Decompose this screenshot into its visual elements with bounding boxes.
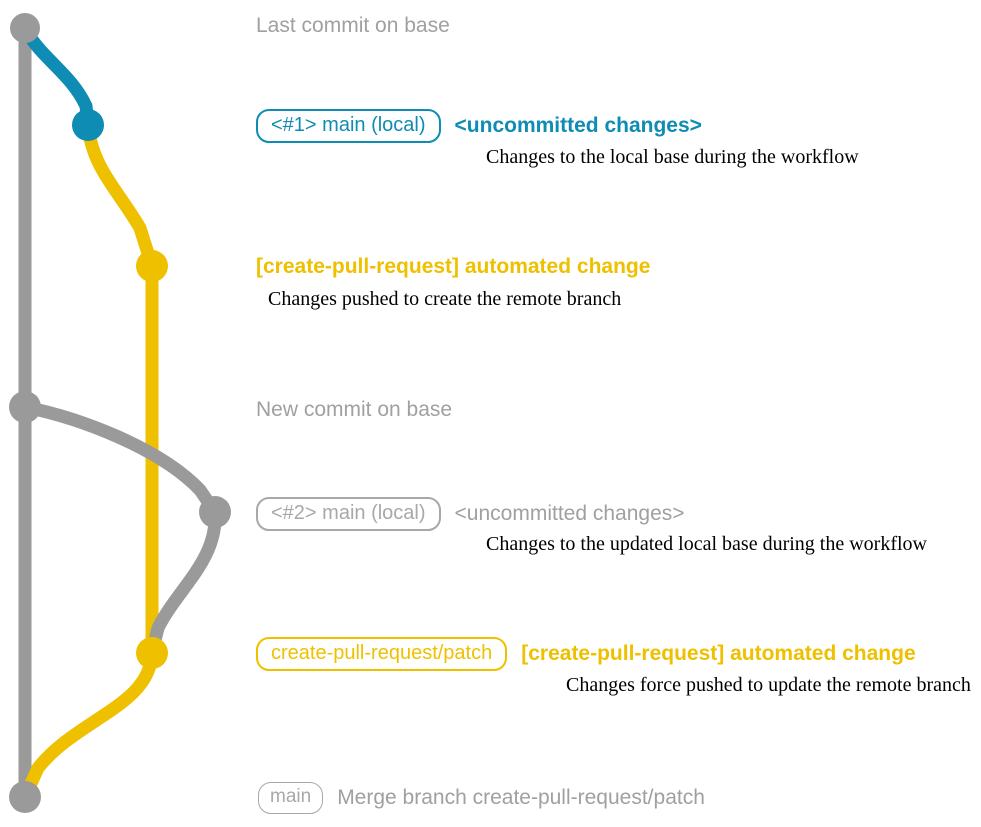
edge-patchupdate-to-merge	[18, 646, 159, 804]
row-base-merge: main Merge branch create-pull-request/pa…	[258, 782, 705, 814]
commit-description-patch-create: Changes pushed to create the remote bran…	[268, 288, 622, 310]
commit-node-local-2[interactable]	[199, 496, 231, 528]
commit-graph	[9, 13, 231, 813]
commit-subject-patch-update: [create-pull-request] automated change	[521, 642, 916, 665]
label-new-commit-on-base: New commit on base	[256, 398, 453, 421]
commit-description-local-2: Changes to the updated local base during…	[486, 533, 927, 555]
row-patch-update: create-pull-request/patch [create-pull-r…	[256, 637, 916, 671]
commit-node-base-last[interactable]	[10, 13, 40, 43]
row-local-1: <#1> main (local) <uncommitted changes>	[256, 109, 702, 143]
edge-local1-to-patchcreate	[81, 118, 159, 273]
branch-pill-main[interactable]: main	[258, 782, 324, 814]
commit-subject-merge: Merge branch create-pull-request/patch	[337, 786, 705, 809]
commit-node-base-merge[interactable]	[9, 781, 41, 813]
commit-node-base-new[interactable]	[9, 391, 41, 423]
branch-pill-local-1[interactable]: <#1> main (local)	[256, 109, 441, 143]
commit-subject-local-1: <uncommitted changes>	[454, 114, 702, 137]
row-local-2: <#2> main (local) <uncommitted changes>	[256, 497, 685, 531]
commit-node-patch-create[interactable]	[136, 250, 168, 282]
commit-description-local-1: Changes to the local base during the wor…	[486, 146, 859, 168]
commit-description-patch-update: Changes force pushed to update the remot…	[566, 674, 971, 696]
branch-pill-local-2[interactable]: <#2> main (local)	[256, 497, 441, 531]
edge-local2-to-patchupdate	[145, 505, 222, 660]
commit-nodes	[9, 13, 231, 813]
edge-base-to-local1	[18, 21, 95, 132]
branch-pill-patch-update[interactable]: create-pull-request/patch	[256, 637, 508, 671]
label-last-commit-on-base: Last commit on base	[256, 14, 450, 37]
edge-basenew-to-local2	[18, 400, 222, 519]
commit-subject-local-2: <uncommitted changes>	[454, 502, 685, 525]
commit-node-patch-update[interactable]	[136, 637, 168, 669]
commit-node-local-1[interactable]	[72, 109, 104, 141]
commit-subject-patch-create: [create-pull-request] automated change	[256, 255, 651, 278]
